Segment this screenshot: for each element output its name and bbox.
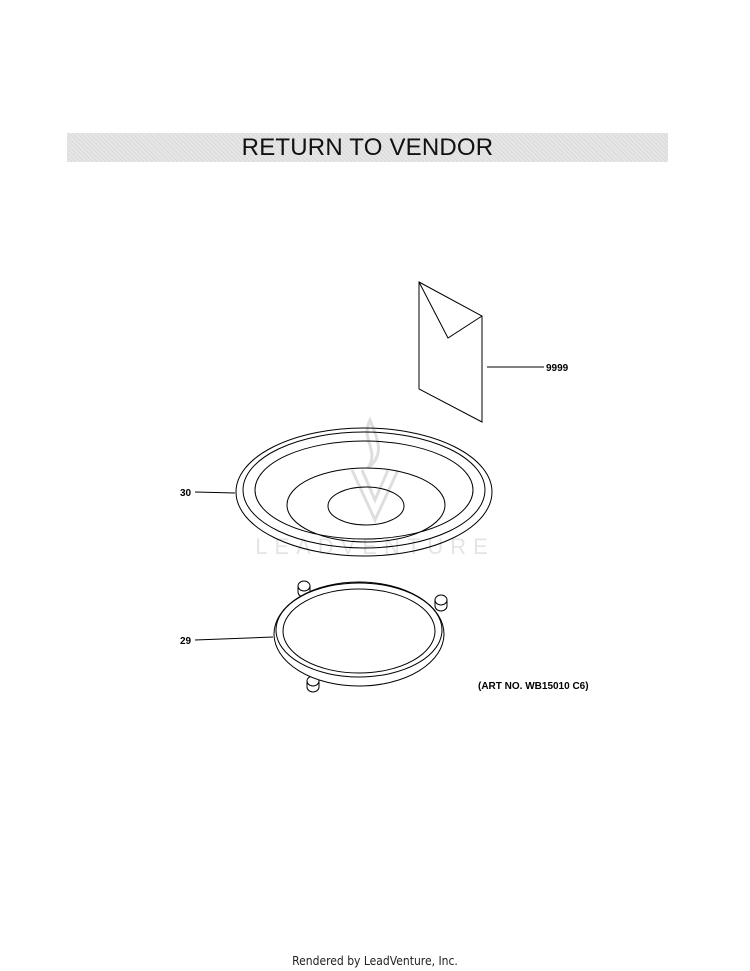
manual-part[interactable] [418,281,483,423]
title-bar: RETURN TO VENDOR [67,133,668,162]
callout-manual: 9999 [546,363,569,374]
footer-credit: Rendered by LeadVenture, Inc. [292,954,458,968]
watermark: LEADVENTURE [255,416,495,559]
page-title: RETURN TO VENDOR [241,133,494,161]
callout-line-tray [194,491,236,494]
roller-ring-part[interactable] [273,580,448,693]
callout-tray: 30 [180,488,192,499]
callout-line-roller-ring [194,636,274,641]
watermark-text: LEADVENTURE [255,534,495,559]
art-number: (ART NO. WB15010 C6) [478,681,589,692]
callout-roller-ring: 29 [180,636,192,647]
glass-tray-part[interactable] [235,427,493,557]
